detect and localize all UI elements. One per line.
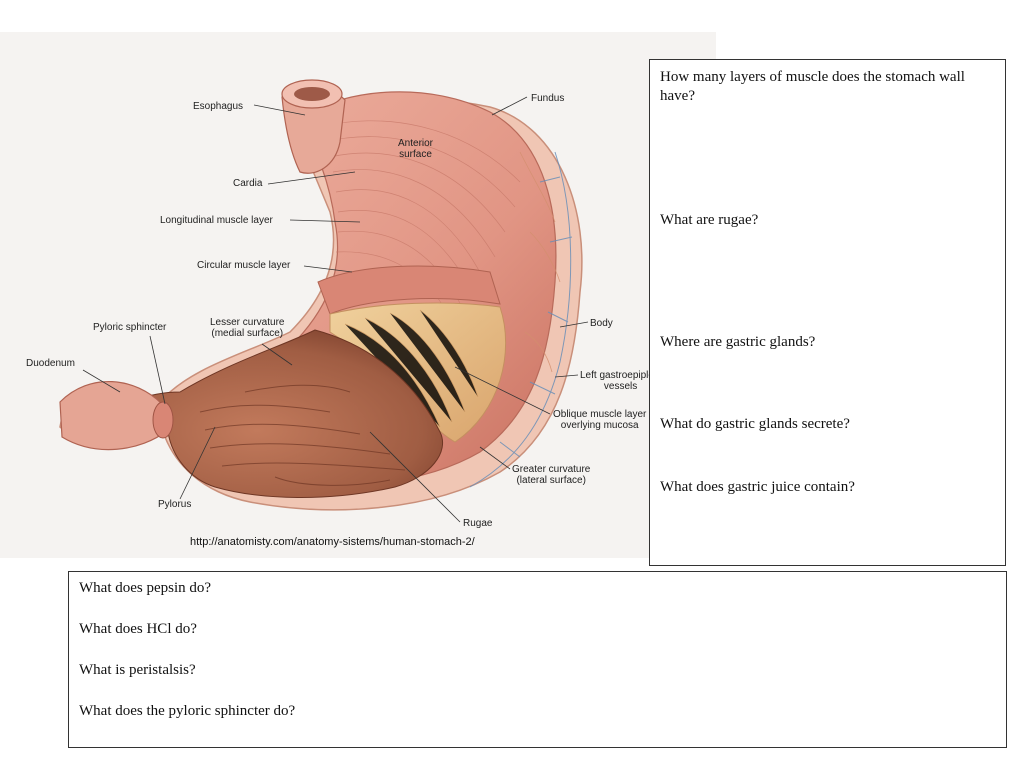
question-hcl: What does HCl do? (79, 621, 197, 637)
label-pylorus: Pylorus (158, 499, 192, 510)
circular-muscle-band (317, 265, 501, 315)
label-pyloric-sphincter: Pyloric sphincter (93, 322, 167, 333)
right-question-box: How many layers of muscle does the stoma… (649, 59, 1006, 566)
question-rugae: What are rugae? (660, 212, 759, 228)
label-rugae: Rugae (463, 518, 493, 529)
question-peristalsis: What is peristalsis? (79, 662, 196, 678)
label-longitudinal-muscle: Longitudinal muscle layer (160, 215, 273, 226)
stomach-illustration (59, 79, 589, 523)
question-muscle-layers: How many layers of muscle does the stoma… (660, 69, 965, 104)
stomach-figure: Esophagus Fundus Anterior surface Cardia… (0, 32, 716, 558)
label-fundus: Fundus (531, 93, 565, 104)
label-esophagus: Esophagus (193, 101, 244, 112)
question-gastric-juice: What does gastric juice contain? (660, 479, 855, 495)
question-pepsin: What does pepsin do? (79, 580, 212, 596)
label-anterior-surface: Anterior surface (398, 138, 434, 160)
question-gastric-glands-secrete: What do gastric glands secrete? (660, 416, 850, 432)
figure-credit-link[interactable]: http://anatomisty.com/anatomy-sistems/hu… (190, 536, 475, 548)
label-cardia: Cardia (233, 178, 263, 189)
label-lesser-curvature: Lesser curvature (medial surface) (210, 317, 285, 339)
question-pyloric-sphincter: What does the pyloric sphincter do? (79, 703, 296, 719)
label-left-gastroepiploic-vessels: Left gastroepiploic vessels (580, 370, 662, 392)
duodenum (59, 381, 169, 451)
bottom-question-box: What does pepsin do? What does HCl do? W… (68, 571, 1007, 748)
pyloric-sphincter-ring (152, 401, 174, 439)
label-oblique-muscle: Oblique muscle layer overlying mucosa (553, 409, 647, 431)
label-greater-curvature: Greater curvature (lateral surface) (512, 464, 591, 486)
label-duodenum: Duodenum (26, 358, 75, 369)
label-circular-muscle: Circular muscle layer (197, 260, 291, 271)
question-gastric-glands-location: Where are gastric glands? (660, 334, 816, 350)
label-body: Body (590, 318, 613, 329)
